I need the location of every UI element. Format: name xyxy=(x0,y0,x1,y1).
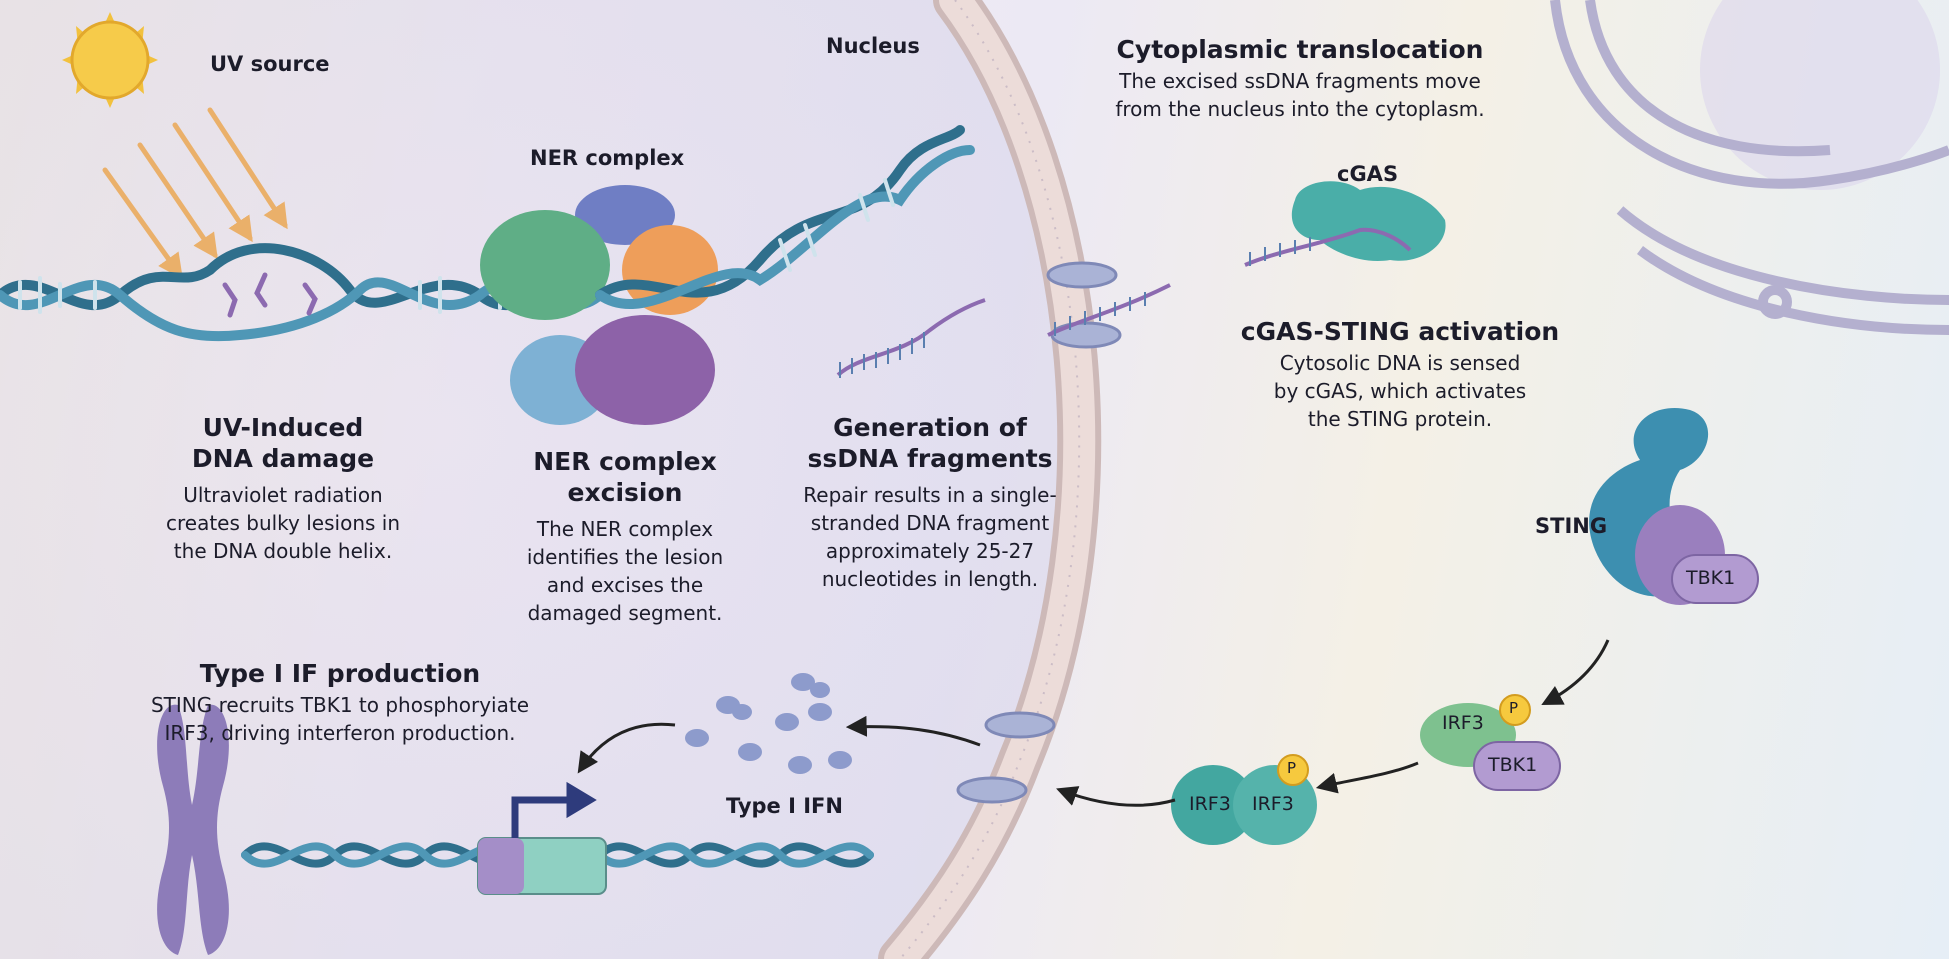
translocation-desc-line: from the nucleus into the cytoplasm. xyxy=(1115,97,1485,122)
ner-excision-title-line: NER complex xyxy=(533,447,717,476)
ifn-gene-block xyxy=(477,837,607,895)
uv-damage-desc-line: the DNA double helix. xyxy=(173,538,393,563)
phospho-label-1: P xyxy=(1509,699,1519,717)
uv-damage-desc-line: creates bulky lesions in xyxy=(165,510,400,535)
tbk1-label-sting: TBK1 xyxy=(1686,567,1736,589)
dna-helix-upper-right xyxy=(595,125,975,309)
translocation-desc: The excised ssDNA fragments move from th… xyxy=(1085,67,1515,123)
irf3-dimer xyxy=(1171,754,1317,845)
ner-excision-title-line: excision xyxy=(567,478,683,508)
ssdna-fragment-pore xyxy=(1047,283,1171,337)
uv-source-label: UV source xyxy=(210,52,330,76)
phospho-label-2: P xyxy=(1287,759,1297,777)
cgas-sting-title-line: cGAS-STING activation xyxy=(1240,317,1560,346)
type-i-ifn-label: Type I IFN xyxy=(726,794,843,818)
irf3-label-left: IRF3 xyxy=(1189,793,1231,815)
nuclear-envelope xyxy=(878,0,1102,959)
sting-label: STING xyxy=(1535,514,1608,538)
interferon-particles xyxy=(685,673,852,774)
translocation-desc-line: The excised ssDNA fragments move xyxy=(1119,69,1481,94)
ssdna-desc: Repair results in a single- stranded DNA… xyxy=(790,481,1070,593)
ssdna-fragment-nucleus xyxy=(836,298,986,378)
process-arrows xyxy=(577,639,1610,807)
translocation-section: Cytoplasmic translocation The excised ss… xyxy=(1085,34,1515,123)
ssdna-desc-line: stranded DNA fragment xyxy=(810,510,1050,535)
cgas-label: cGAS xyxy=(1337,162,1399,186)
ner-excision-section: NER complex excision The NER complex ide… xyxy=(505,446,745,627)
ner-excision-desc: The NER complex identifies the lesion an… xyxy=(505,515,745,627)
ssdna-title-line: Generation of xyxy=(833,413,1027,442)
sting-tbk1-complex xyxy=(1589,408,1759,605)
cgas-sting-title: cGAS-STING activation xyxy=(1240,316,1560,347)
cgas-protein xyxy=(1244,181,1446,267)
type-i-title: Type I IF production xyxy=(140,658,540,689)
type-i-desc: STING recruits TBK1 to phosphoryiate IRF… xyxy=(140,691,540,747)
ssdna-section: Generation of ssDNA fragments Repair res… xyxy=(790,412,1070,593)
irf3-tbk1-complex xyxy=(1420,694,1561,791)
type-i-desc-line: IRF3, driving interferon production. xyxy=(164,721,516,746)
tbk1-label-irf3: TBK1 xyxy=(1488,754,1538,776)
uv-damage-title-line: DNA damage xyxy=(191,444,375,474)
ner-complex-label: NER complex xyxy=(530,146,685,170)
ner-excision-desc-line: identifies the lesion xyxy=(526,544,724,569)
cgas-sting-desc-line: by cGAS, which activates xyxy=(1273,379,1527,404)
ner-excision-desc-line: and excises the xyxy=(546,572,704,597)
uv-damage-title-line: UV-Induced xyxy=(202,413,364,442)
translocation-title-line: Cytoplasmic translocation xyxy=(1116,35,1484,64)
ner-excision-desc-line: damaged segment. xyxy=(527,600,723,625)
chromosome-icon xyxy=(157,704,229,955)
type-i-desc-line: STING recruits TBK1 to phosphoryiate xyxy=(150,693,529,718)
cgas-sting-desc-line: the STING protein. xyxy=(1307,407,1493,432)
ssdna-desc-line: Repair results in a single- xyxy=(803,482,1057,507)
ssdna-desc-line: approximately 25-27 xyxy=(825,538,1035,563)
endoplasmic-reticulum xyxy=(1550,0,1949,335)
ner-excision-desc-line: The NER complex xyxy=(536,516,714,541)
sun-icon xyxy=(62,12,158,108)
nucleus-label: Nucleus xyxy=(826,34,920,58)
cgas-sting-section: cGAS-STING activation Cytosolic DNA is s… xyxy=(1240,316,1560,433)
type-i-title-line: Type I IF production xyxy=(199,659,481,688)
ner-excision-title: NER complex excision xyxy=(505,446,745,509)
uv-rays xyxy=(102,107,288,280)
uv-damage-desc-line: Ultraviolet radiation xyxy=(183,482,383,507)
uv-damage-section: UV-Induced DNA damage Ultraviolet radiat… xyxy=(163,412,403,565)
cgas-sting-desc-line: Cytosolic DNA is sensed xyxy=(1279,351,1521,376)
uv-damage-title: UV-Induced DNA damage xyxy=(163,412,403,475)
irf3-label-right: IRF3 xyxy=(1252,793,1294,815)
ssdna-desc-line: nucleotides in length. xyxy=(821,566,1039,591)
uv-damage-desc: Ultraviolet radiation creates bulky lesi… xyxy=(163,481,403,565)
ssdna-title: Generation of ssDNA fragments xyxy=(790,412,1070,475)
transcription-arrow-icon xyxy=(511,781,597,838)
ssdna-title-line: ssDNA fragments xyxy=(807,444,1053,474)
gene-dna-helix xyxy=(241,842,874,868)
cgas-sting-desc: Cytosolic DNA is sensed by cGAS, which a… xyxy=(1240,349,1560,433)
nuclear-pore-lower xyxy=(956,711,1056,804)
translocation-title: Cytoplasmic translocation xyxy=(1085,34,1515,65)
type-i-section: Type I IF production STING recruits TBK1… xyxy=(140,658,540,747)
irf3-label-single: IRF3 xyxy=(1442,712,1484,734)
